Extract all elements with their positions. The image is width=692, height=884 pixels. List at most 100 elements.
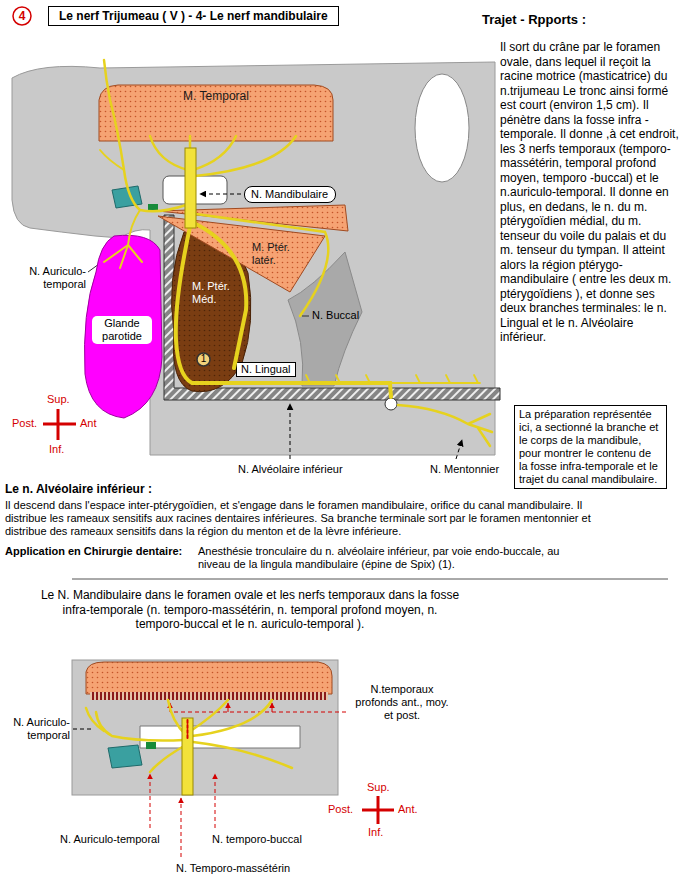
- orientation-label: Sup.: [47, 393, 70, 406]
- body-text: Anesthésie tronculaire du n. alvéolaire …: [198, 545, 578, 571]
- ear-cartilage: [108, 745, 142, 768]
- temporal-nerve: [192, 700, 272, 736]
- leader-arrow: [181, 798, 182, 857]
- skull-bone: [72, 660, 338, 795]
- callout-number: 1: [196, 352, 211, 367]
- parotid-gland-shape: [84, 235, 162, 418]
- foramen-ovale: [163, 176, 227, 204]
- mental-foramen: [385, 398, 397, 410]
- note-box: La préparation représentée ici, a sectio…: [514, 405, 667, 489]
- orientation-label: Inf.: [49, 443, 64, 456]
- figure-caption: Le N. Mandibulaire dans le foramen ovale…: [40, 588, 460, 632]
- condyle-mark: [148, 204, 158, 212]
- leader-line: [73, 729, 94, 730]
- orientation-label: Ant.: [398, 803, 418, 816]
- temporal-nerve: [168, 700, 186, 735]
- callout-number-circle: [197, 353, 210, 366]
- separator-rule: [72, 579, 668, 580]
- label-slot: Anesthésie tronculaire du n. alvéolaire …: [198, 545, 578, 571]
- section-heading: Trajet - Rpports :: [482, 12, 586, 28]
- orientation-label: Inf.: [368, 826, 383, 839]
- label-slot: Inf.: [368, 826, 383, 839]
- orientation-cross: [43, 423, 76, 426]
- leader-arrow: [215, 774, 216, 828]
- title-frame: Le nerf Trijumeau ( V ) - 4- Le nerf man…: [48, 6, 339, 26]
- orientation-cross: [362, 809, 394, 812]
- label-slot: N.temporaux profonds ant., moy. et post.: [350, 683, 454, 722]
- nerve-label-box: N. Mandibulaire: [244, 186, 336, 203]
- orbit: [415, 74, 469, 182]
- condyle-mark: [146, 742, 156, 749]
- orientation-label: Post.: [12, 417, 37, 430]
- ear-cartilage: [112, 186, 142, 208]
- label-slot: Il sort du crâne par le foramen ovale, d…: [500, 40, 682, 345]
- lateral-pterygoid: M. Ptér. latér.: [150, 200, 350, 295]
- auriculotemporal-branch: [100, 150, 124, 170]
- orientation-label: Post.: [328, 803, 353, 816]
- temporal-tendon: [90, 692, 328, 700]
- part-label: N. Alvéolaire inférieur: [238, 463, 343, 476]
- leader-arrow: [150, 774, 151, 828]
- part-label: N. temporo-buccal: [212, 833, 302, 846]
- temporal-nerve: [189, 700, 228, 732]
- label-slot: N. Auriculo-temporal: [18, 265, 86, 291]
- part-label: N. Temporo-massétérin: [176, 862, 290, 875]
- temporal-muscle: M. Temporal: [98, 84, 334, 142]
- label-slot: Sup.: [367, 781, 390, 794]
- temporal-muscle-shape: [99, 85, 333, 141]
- label-slot: N. Auriculo-temporal: [60, 833, 160, 846]
- label-slot: Inf.: [49, 443, 64, 456]
- mandibular-trunk: [185, 148, 196, 228]
- label-slot: N. Auriculo-temporal: [4, 716, 70, 742]
- part-label: N. Auriculo-temporal: [60, 833, 160, 846]
- orientation-label: Ant: [80, 417, 97, 430]
- label-slot: N. Alvéolaire inférieur: [238, 463, 343, 476]
- leader-arrow: [290, 404, 291, 459]
- leader-arrow: [200, 194, 241, 195]
- leader-arrow: [228, 703, 229, 712]
- parotid-gland-text: Glande parotide: [92, 316, 152, 344]
- leader-line: [170, 712, 346, 713]
- buccal-nerve: [193, 742, 292, 768]
- temporal-muscle: [86, 662, 332, 694]
- label-slot: Application en Chirurgie dentaire:: [5, 545, 182, 558]
- label-slot: Trajet - Rpports :: [482, 12, 586, 28]
- label-slot: Post.: [12, 417, 37, 430]
- label-slot: Le N. Mandibulaire dans le foramen ovale…: [40, 588, 460, 632]
- label-slot: Post.: [328, 803, 353, 816]
- mental-nerve: [398, 405, 492, 446]
- nerve-label-box-text: N. Mandibulaire: [251, 188, 341, 201]
- auriculotemporal-nerve: [86, 708, 184, 741]
- part-label: N.temporaux profonds ant., moy. et post.: [350, 683, 454, 722]
- label-slot: N. Temporo-massétérin: [176, 862, 290, 875]
- body-text: Il descend dans l'espace inter-ptérygoïd…: [5, 499, 605, 538]
- label-slot: N. Mentonnier: [430, 463, 499, 476]
- motor-root: [187, 720, 189, 740]
- orientation-label: Sup.: [367, 781, 390, 794]
- temporal-muscle-text: M. Temporal: [98, 89, 334, 103]
- leader-line: [302, 316, 309, 317]
- step-number-text: 4: [12, 9, 32, 23]
- part-label: N. Auriculo-temporal: [18, 265, 86, 291]
- body-text: Il sort du crâne par le foramen ovale, d…: [500, 40, 682, 345]
- lateral-pterygoid-outline: [150, 200, 350, 295]
- leader-arrow: [456, 440, 462, 459]
- temporal-nerve: [195, 136, 296, 176]
- nerve-label-box: N. Lingual: [236, 362, 296, 377]
- part-label: N. Auriculo-temporal: [4, 716, 70, 742]
- callout-number-text: 1: [196, 353, 211, 365]
- label-slot: Ant: [80, 417, 97, 430]
- step-number-circle: [13, 7, 31, 25]
- leader-arrow: [272, 703, 273, 712]
- step-number: 4: [12, 6, 32, 26]
- label-slot: Ant.: [398, 803, 418, 816]
- label-slot: N. Buccal: [312, 309, 359, 322]
- label-slot: Il descend dans l'espace inter-ptérygoïd…: [5, 499, 605, 538]
- lateral-pterygoid-text: M. Ptér. latér.: [252, 241, 304, 267]
- note-box-text: La préparation représentée ici, a sectio…: [519, 408, 662, 486]
- nerve-label-box-text: N. Lingual: [241, 363, 299, 376]
- label-slot: Le n. Alvéolaire inférieur :: [5, 482, 152, 496]
- masseteric-nerve: [150, 746, 184, 772]
- medial-pterygoid-text: M. Ptér. Méd.: [192, 280, 238, 306]
- section-heading: Application en Chirurgie dentaire:: [5, 545, 182, 558]
